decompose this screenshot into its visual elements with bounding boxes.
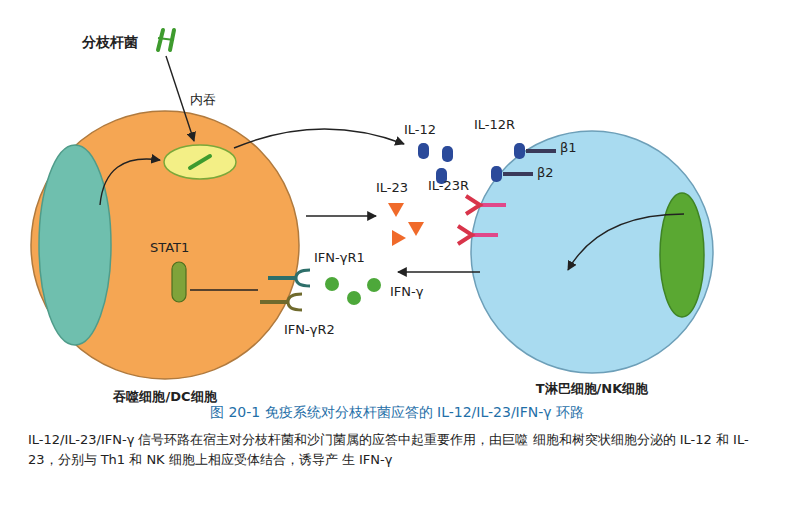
bacterium-icon <box>158 30 163 50</box>
il23-receptor <box>466 196 480 214</box>
process-label: 内吞 <box>190 92 216 108</box>
caption-note: IL-12/IL-23/IFN-γ 信号环路在宿主对分枝杆菌和沙门菌属的应答中起… <box>28 430 766 470</box>
il23-molecule <box>392 230 406 246</box>
phagosome <box>164 145 236 179</box>
il23-receptor <box>472 233 498 237</box>
il12-receptor <box>503 172 533 176</box>
ifng-receptor <box>260 300 288 304</box>
figure-caption: 图 20-1 免疫系统对分枝杆菌应答的 IL-12/IL-23/IFN-γ 环路 <box>210 404 584 422</box>
nucleus <box>39 145 111 345</box>
il12-molecule <box>442 146 453 162</box>
endocytosis-arrow <box>166 56 194 141</box>
ifng-molecule <box>347 291 361 305</box>
receptor-label: IFN-γR2 <box>284 322 335 338</box>
il23-molecule <box>408 222 424 236</box>
protein-label: STAT1 <box>150 240 189 256</box>
cell-label: T淋巴细胞/NK细胞 <box>536 380 649 398</box>
signal-line <box>190 289 258 290</box>
ifng-molecule <box>325 277 339 291</box>
ifng-molecule <box>367 278 381 292</box>
il23-receptor <box>458 226 472 244</box>
il23-molecule <box>388 203 404 217</box>
il12-receptor <box>514 143 525 159</box>
nucleus <box>660 193 704 317</box>
secretion-arrow <box>234 129 404 148</box>
receptor-label: IL-23R <box>428 178 469 194</box>
bacillus <box>190 156 210 168</box>
cytokine-label: IFN-γ <box>390 284 423 300</box>
subunit-label: β2 <box>537 165 554 181</box>
signal-arrow <box>100 159 160 205</box>
cell-membrane <box>471 131 713 373</box>
il23-receptor <box>480 203 506 207</box>
bacterium-icon <box>158 38 174 40</box>
ifng-receptor <box>288 294 302 310</box>
organism-label: 分枝杆菌 <box>82 34 138 51</box>
cell-membrane <box>31 111 299 379</box>
ifng-receptor <box>268 276 296 280</box>
signal-arrow <box>568 214 684 270</box>
stat1-protein <box>172 262 186 302</box>
il12-receptor <box>526 149 556 153</box>
cytokine-label: IL-23 <box>376 180 408 196</box>
secretion-arrow <box>306 215 376 216</box>
il12-molecule <box>418 143 429 159</box>
cell-label: 吞噬细胞/DC细胞 <box>113 388 216 406</box>
receptor-label: IL-12R <box>474 117 515 133</box>
subunit-label: β1 <box>560 140 577 156</box>
il12-receptor <box>491 166 502 182</box>
ifng-receptor <box>296 270 310 286</box>
cytokine-label: IL-12 <box>404 122 436 138</box>
receptor-label: IFN-γR1 <box>314 250 365 266</box>
secretion-arrow <box>398 271 480 272</box>
